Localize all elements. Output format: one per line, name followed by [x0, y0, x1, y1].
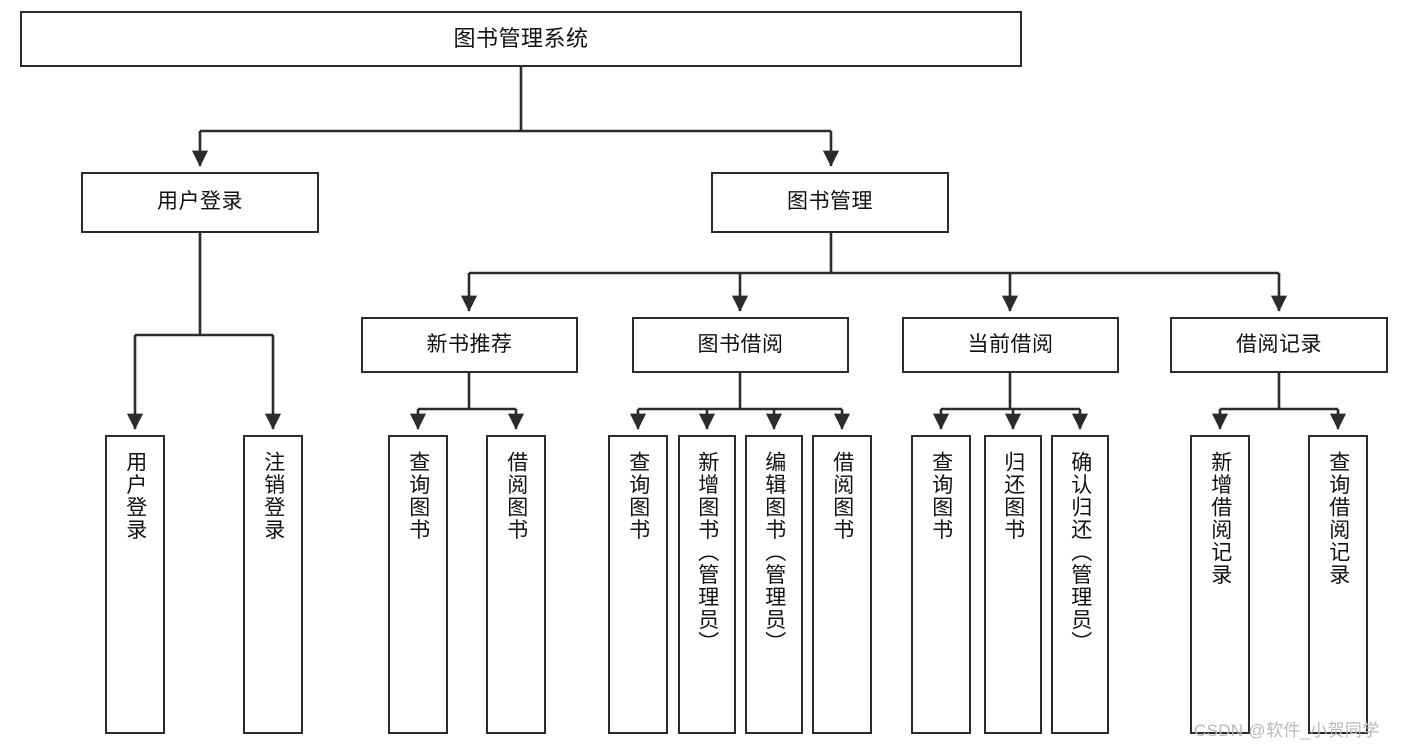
node-label: 新增借阅记录 — [1208, 451, 1232, 586]
leaf-add-book-admin[interactable]: 新增图书（管理员） — [678, 435, 736, 734]
leaf-confirm-return-admin[interactable]: 确认归还（管理员） — [1051, 435, 1109, 734]
node-label: 查询图书 — [929, 451, 953, 541]
leaf-edit-book-admin[interactable]: 编辑图书（管理员） — [745, 435, 803, 734]
node-label: 注销登录 — [261, 451, 285, 541]
node-label: 图书管理 — [787, 190, 873, 214]
node-label: 归还图书 — [1001, 451, 1025, 541]
leaf-return-book[interactable]: 归还图书 — [984, 435, 1042, 734]
leaf-query-book-borrow[interactable]: 查询图书 — [608, 435, 668, 734]
node-label: 借阅记录 — [1236, 332, 1322, 356]
node-label: 编辑图书（管理员） — [762, 451, 786, 654]
node-label: 查询图书 — [626, 451, 650, 541]
leaf-query-book-newbook[interactable]: 查询图书 — [388, 435, 448, 734]
node-book-management[interactable]: 图书管理 — [711, 172, 949, 233]
node-label: 用户登录 — [123, 451, 147, 541]
node-book-borrow[interactable]: 图书借阅 — [632, 317, 849, 373]
leaf-borrow-book[interactable]: 借阅图书 — [812, 435, 872, 734]
leaf-user-login[interactable]: 用户登录 — [105, 435, 165, 734]
node-label: 图书借阅 — [697, 332, 784, 356]
node-user-login[interactable]: 用户登录 — [81, 172, 319, 233]
node-label: 图书管理系统 — [453, 26, 589, 52]
node-current-borrow[interactable]: 当前借阅 — [902, 317, 1119, 373]
csdn-watermark: CSDN @软件_小贺同学 — [1194, 721, 1380, 740]
node-label: 借阅图书 — [504, 451, 528, 541]
node-label: 用户登录 — [157, 190, 243, 214]
node-label: 确认归还（管理员） — [1068, 451, 1092, 654]
node-label: 查询借阅记录 — [1326, 451, 1350, 586]
node-root-system[interactable]: 图书管理系统 — [20, 11, 1022, 67]
node-label: 新书推荐 — [426, 332, 513, 356]
leaf-logout[interactable]: 注销登录 — [243, 435, 303, 734]
node-label: 当前借阅 — [967, 332, 1054, 356]
node-label: 新增图书（管理员） — [695, 451, 719, 654]
node-borrow-record[interactable]: 借阅记录 — [1170, 317, 1388, 373]
leaf-query-book-current[interactable]: 查询图书 — [911, 435, 971, 734]
leaf-borrow-book-newbook[interactable]: 借阅图书 — [486, 435, 546, 734]
leaf-query-borrow-record[interactable]: 查询借阅记录 — [1308, 435, 1368, 734]
node-label: 查询图书 — [406, 451, 430, 541]
node-new-book-recommend[interactable]: 新书推荐 — [361, 317, 578, 373]
leaf-add-borrow-record[interactable]: 新增借阅记录 — [1190, 435, 1250, 734]
node-label: 借阅图书 — [830, 451, 854, 541]
